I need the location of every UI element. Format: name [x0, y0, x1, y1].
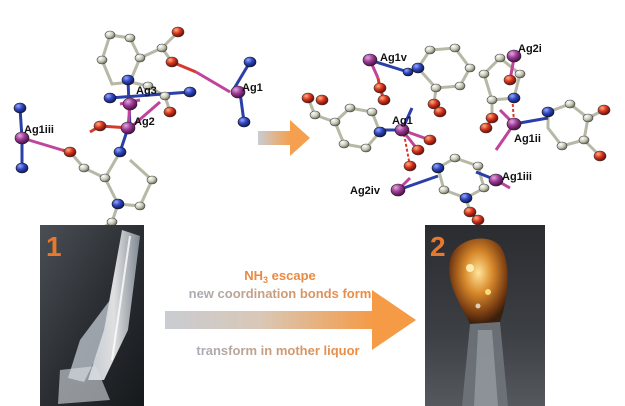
- ag-ag-contacts: [403, 93, 515, 167]
- label-ag1iii-right: Ag1iii: [502, 171, 532, 183]
- label-ag1-left: Ag1: [242, 82, 263, 94]
- small-transform-arrow: [258, 120, 310, 156]
- right-oxygen-atoms: [301, 74, 611, 226]
- n-bonds: [18, 61, 252, 168]
- photo-crystal-2: 2: [425, 225, 545, 406]
- transformation-arrow: [165, 290, 416, 350]
- carbon-atoms: [78, 30, 171, 245]
- label-ag1-right: Ag1: [392, 115, 413, 127]
- label-ag1v: Ag1v: [380, 52, 408, 64]
- right-carbon-atoms: [309, 43, 594, 195]
- label-ag3-left: Ag3: [136, 85, 157, 97]
- right-nitrogen-atoms: [373, 62, 555, 204]
- label-ag2iv: Ag2iv: [350, 185, 381, 197]
- structure-left: Ag1 Ag3 Ag2 Ag1iii: [13, 26, 263, 254]
- label-ag1ii: Ag1ii: [514, 133, 541, 145]
- label-ag1iii-left: Ag1iii: [24, 124, 54, 136]
- arrow-text-new-bonds: new coordination bonds form: [189, 286, 372, 301]
- right-silver-atoms: [362, 49, 522, 197]
- photo-crystal-1: 1: [40, 225, 144, 406]
- photo-number-2: 2: [430, 231, 446, 262]
- arrow-text-mother-liquor: transform in mother liquor: [196, 343, 359, 358]
- label-ag2-left: Ag2: [134, 116, 155, 128]
- nitrogen-atoms: [13, 56, 257, 210]
- label-ag2i: Ag2i: [518, 43, 542, 55]
- arrow-text-nh3-escape: NH3 escape: [244, 268, 316, 285]
- silver-atoms: [14, 85, 246, 145]
- photo-number-1: 1: [46, 231, 62, 262]
- structure-right: Ag1v Ag2i Ag1ii Ag1 Ag1iii Ag2iv: [301, 43, 611, 226]
